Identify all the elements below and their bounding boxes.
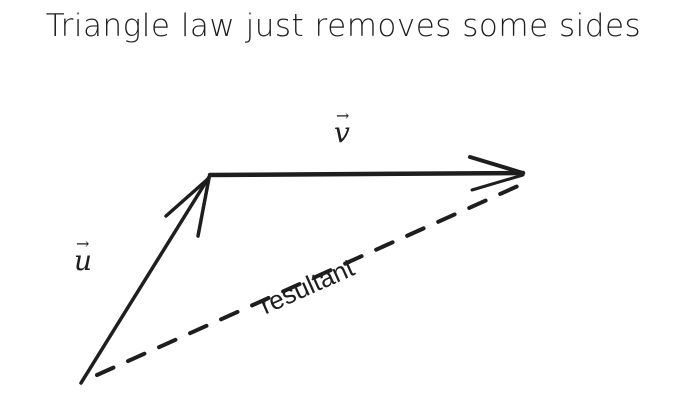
diagram-title: Triangle law just removes some sides — [45, 8, 642, 44]
vector-arrow-accent: → — [76, 234, 90, 253]
vector-arrow-accent: → — [336, 106, 350, 125]
vector-v-letter: v — [334, 116, 350, 149]
vector-u-letter: u — [74, 244, 93, 277]
vector-v-label: → v — [334, 106, 350, 149]
vector-u-arrow — [79, 175, 211, 385]
resultant-dashed-line — [95, 184, 520, 377]
vector-v-arrow — [207, 155, 526, 192]
vector-u-label: → u — [74, 234, 93, 277]
